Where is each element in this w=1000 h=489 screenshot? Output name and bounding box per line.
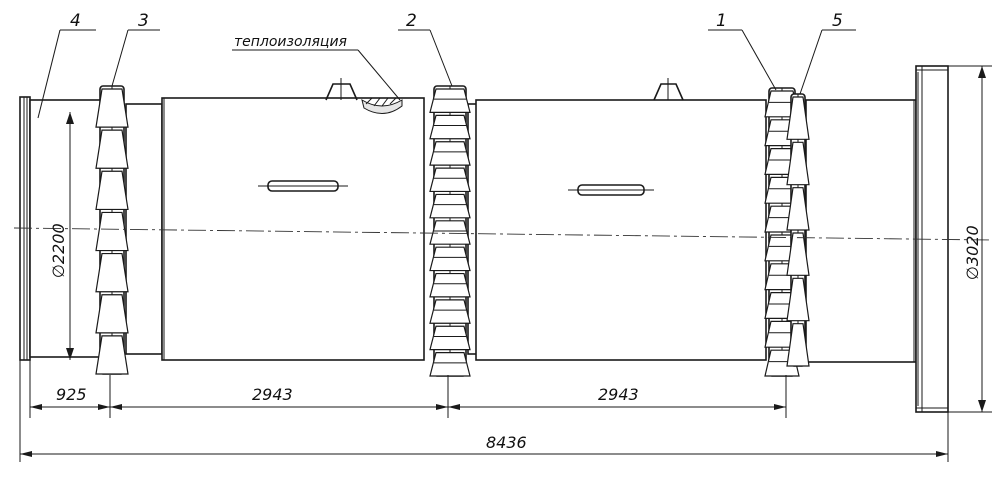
slot-handle-1 (258, 180, 348, 192)
slot-handle-2 (568, 184, 654, 196)
callout-5: 5 (832, 11, 843, 31)
center-axis (13, 227, 991, 241)
ring-tooth (786, 96, 810, 140)
ring-tooth (95, 252, 129, 293)
ring-tooth (429, 325, 471, 351)
diameter-symbol-inlet: ∅ (49, 264, 68, 278)
dim-overall: 8436 (486, 433, 527, 452)
ring-tooth (95, 88, 129, 128)
ring-tooth (786, 141, 810, 186)
ring-tooth (786, 323, 810, 367)
tyre-ring-3 (95, 85, 129, 375)
dim-inlet-diameter: ∅2200 (49, 112, 74, 360)
dim-inlet-value: 2200 (49, 223, 68, 264)
ring-tooth (429, 114, 471, 140)
ring-tooth (429, 299, 471, 324)
ring-tooth (95, 211, 129, 252)
tyre-ring-2 (429, 85, 471, 377)
insulation-patch (361, 97, 403, 114)
lifting-bracket-2 (653, 78, 684, 101)
insulation-label: теплоизоляция (234, 34, 347, 50)
callout-1: 1 (716, 11, 727, 31)
ring-tooth (429, 88, 471, 113)
ring-tooth (429, 193, 471, 219)
dim-outlet-diameter: ∅3020 (948, 65, 992, 413)
ring-tooth (429, 246, 471, 272)
ring-tooth (786, 232, 810, 276)
dim-seg-1: 2943 (252, 385, 293, 404)
shell-section-1 (125, 97, 425, 361)
ring-tooth (429, 220, 471, 245)
dim-seg-2: 2943 (598, 385, 639, 404)
ring-tooth (786, 187, 810, 231)
dim-chain (19, 360, 949, 462)
outlet-section (799, 99, 917, 363)
tyre-ring-5 (786, 93, 810, 367)
svg-text:∅3020: ∅3020 (963, 225, 982, 280)
callout-2: 2 (406, 11, 417, 31)
dim-outlet-value: 3020 (963, 225, 982, 266)
dim-seg-inlet: 925 (56, 385, 87, 404)
ring-tooth (429, 141, 471, 166)
diameter-symbol-outlet: ∅ (963, 266, 982, 280)
lifting-bracket-1 (325, 78, 358, 101)
ring-tooth (429, 352, 471, 377)
callout-leaders (37, 29, 856, 119)
ring-tooth (95, 129, 129, 169)
callout-4: 4 (70, 11, 81, 31)
ring-tooth (429, 167, 471, 193)
svg-text:∅2200: ∅2200 (49, 223, 68, 278)
ring-tooth (429, 272, 471, 298)
ring-tooth (95, 294, 129, 334)
callout-3: 3 (138, 11, 149, 31)
ring-tooth (95, 335, 129, 375)
ring-tooth (95, 170, 129, 211)
shell-section-2 (467, 99, 767, 361)
ring-tooth (786, 277, 810, 322)
